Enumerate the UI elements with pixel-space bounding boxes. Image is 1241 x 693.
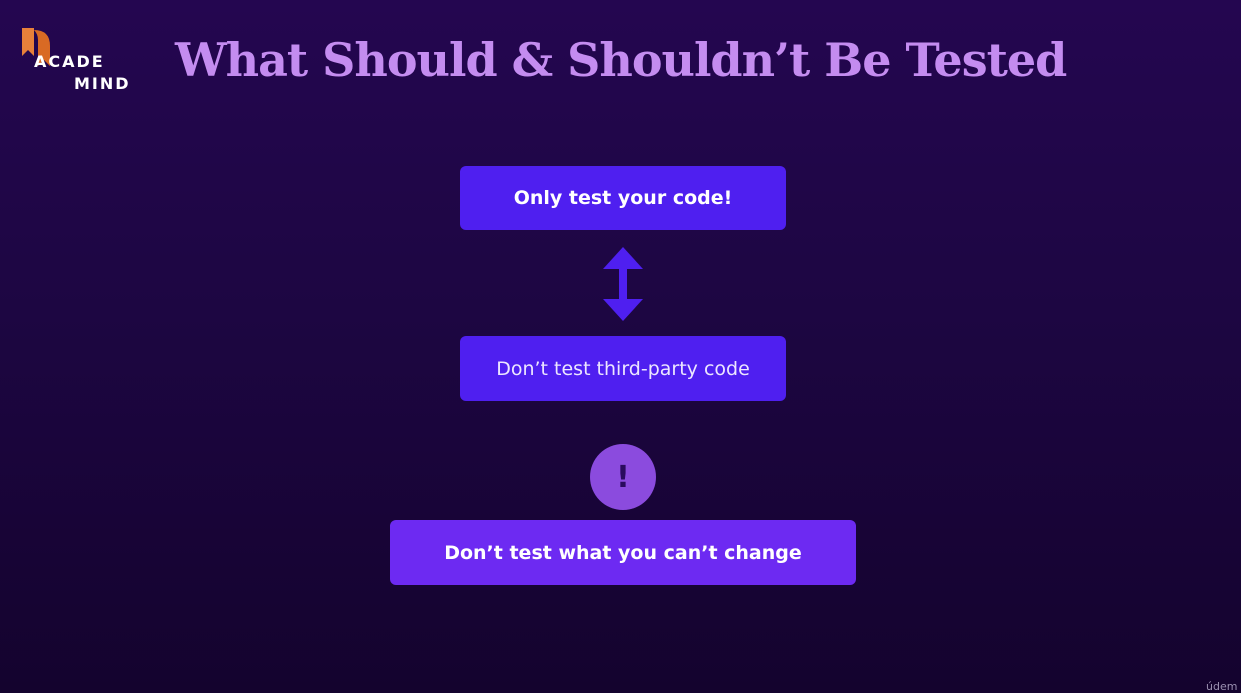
exclamation-icon: ! bbox=[590, 444, 656, 510]
logo-ribbon-icon bbox=[22, 28, 50, 66]
udemy-watermark: údem bbox=[1206, 680, 1238, 693]
exclamation-symbol: ! bbox=[616, 459, 630, 495]
only-test-your-code-box: Only test your code! bbox=[460, 166, 786, 230]
slide-title: What Should & Shouldn’t Be Tested bbox=[175, 33, 1067, 87]
double-headed-arrow-icon bbox=[603, 247, 643, 321]
logo-text-line1: ACADE bbox=[34, 52, 105, 71]
dont-test-what-you-cant-change-box: Don’t test what you can’t change bbox=[390, 520, 856, 585]
logo-text-line2: MIND bbox=[74, 74, 131, 93]
academind-logo: ACADE MIND bbox=[20, 26, 140, 96]
dont-test-third-party-code-box: Don’t test third-party code bbox=[460, 336, 786, 401]
